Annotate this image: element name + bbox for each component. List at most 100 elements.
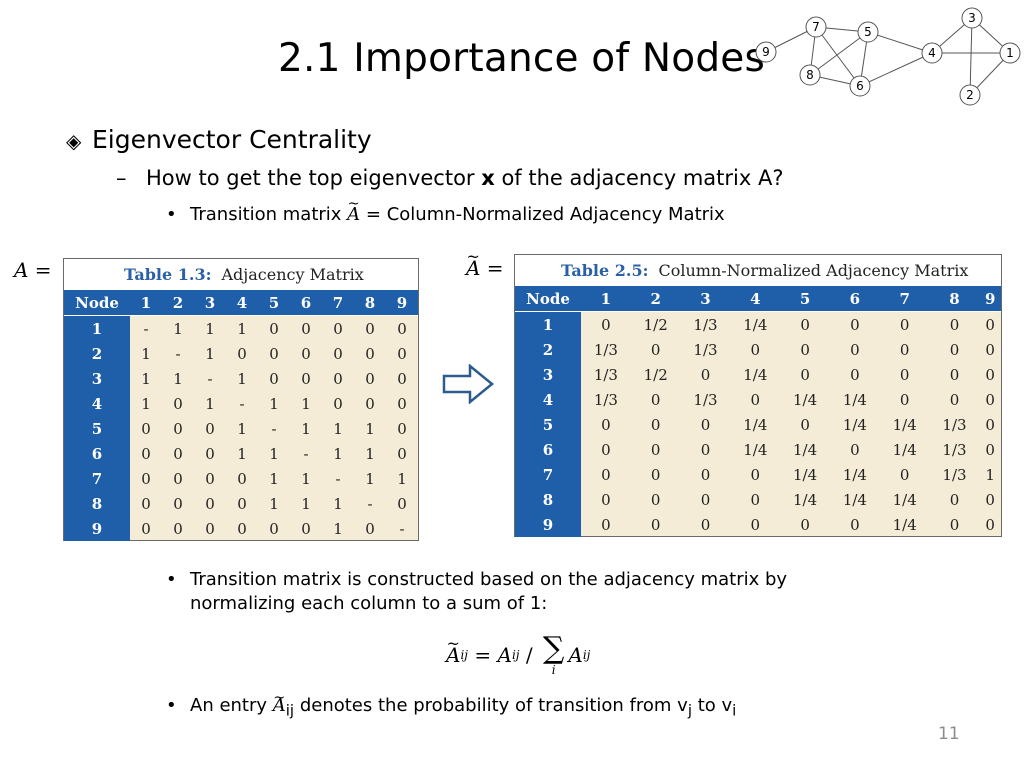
table-cell: 0 bbox=[173, 494, 183, 513]
table-cell: 0 bbox=[397, 319, 407, 338]
table-cell: 1/3 bbox=[693, 340, 718, 359]
table-cell: 0 bbox=[237, 519, 247, 538]
table-cell: 0 bbox=[800, 415, 810, 434]
table-cell: 0 bbox=[601, 415, 611, 434]
table-cell: 1 bbox=[333, 519, 343, 538]
table-header-col: 4 bbox=[730, 286, 781, 312]
graph-node-label-9: 9 bbox=[762, 45, 770, 59]
table-cell: 0 bbox=[365, 319, 375, 338]
table-cell: 1 bbox=[141, 394, 151, 413]
table-cell: 1 bbox=[141, 344, 151, 363]
table-cell: 0 bbox=[700, 415, 711, 434]
table-header-col: 9 bbox=[386, 290, 418, 316]
table-cell: 0 bbox=[601, 315, 611, 334]
row-header: 2 bbox=[515, 337, 581, 362]
table-cell: 0 bbox=[397, 494, 407, 513]
table-cell: 0 bbox=[333, 344, 343, 363]
graph-node-label-5: 5 bbox=[864, 25, 872, 39]
table-cell: 0 bbox=[601, 515, 611, 534]
table-cell: 1/4 bbox=[743, 415, 768, 434]
graph-node-label-8: 8 bbox=[806, 68, 814, 82]
table-cell: 0 bbox=[173, 519, 183, 538]
table-cell: 0 bbox=[985, 440, 995, 459]
table-cell: 1 bbox=[269, 494, 279, 513]
table-cell: 0 bbox=[949, 490, 960, 509]
table-cell: 1/4 bbox=[892, 515, 917, 534]
table-cell: 1/3 bbox=[693, 390, 718, 409]
table-cell: 1 bbox=[205, 319, 215, 338]
table-header-col: 8 bbox=[929, 286, 980, 312]
table-cell: 0 bbox=[173, 394, 183, 413]
table-cell: 0 bbox=[700, 515, 711, 534]
table-cell: 0 bbox=[850, 315, 860, 334]
table-cell: 0 bbox=[899, 315, 910, 334]
table-header-node: Node bbox=[64, 290, 130, 316]
table-cell: 0 bbox=[205, 419, 215, 438]
table-cell: 0 bbox=[949, 340, 960, 359]
table-cell: - bbox=[335, 469, 341, 488]
table-cell: 1/4 bbox=[892, 415, 917, 434]
graph-node-7 bbox=[805, 16, 827, 38]
table-cell: 0 bbox=[985, 490, 995, 509]
table-cell: 1 bbox=[237, 319, 247, 338]
table-cell: 0 bbox=[985, 415, 995, 434]
row-header: 6 bbox=[515, 437, 581, 462]
table-cell: 1 bbox=[365, 469, 375, 488]
table-cell: 0 bbox=[141, 519, 151, 538]
row-header: 4 bbox=[515, 387, 581, 412]
graph-node-label-6: 6 bbox=[856, 79, 864, 93]
table-cell: 0 bbox=[365, 519, 375, 538]
table-cell: 0 bbox=[365, 344, 375, 363]
row-header: 8 bbox=[515, 487, 581, 512]
table-cell: 1/3 bbox=[942, 440, 967, 459]
table-header-node: Node bbox=[515, 286, 581, 312]
bullet-top-eigenvector: –How to get the top eigenvector x of the… bbox=[116, 166, 784, 190]
table-header-col: 3 bbox=[680, 286, 731, 312]
table-cell: 1 bbox=[205, 344, 215, 363]
table-cell: 0 bbox=[949, 315, 960, 334]
table-cell: 1 bbox=[333, 444, 343, 463]
right-arrow-icon bbox=[442, 364, 494, 404]
table-cell: 0 bbox=[800, 340, 810, 359]
table-cell: - bbox=[271, 419, 277, 438]
table-header-col: 6 bbox=[290, 290, 322, 316]
table-cell: 0 bbox=[141, 494, 151, 513]
graph-node-label-7: 7 bbox=[812, 20, 820, 34]
table-cell: 0 bbox=[985, 365, 995, 384]
table-cell: 1 bbox=[301, 419, 311, 438]
table-cell: 0 bbox=[173, 444, 183, 463]
graph-node-9 bbox=[755, 41, 777, 63]
table-cell: 1 bbox=[237, 369, 247, 388]
table-cell: 0 bbox=[750, 390, 761, 409]
table-cell: 0 bbox=[985, 515, 995, 534]
table-cell: - bbox=[303, 444, 309, 463]
table-cell: 1 bbox=[237, 419, 247, 438]
table-cell: 0 bbox=[205, 519, 215, 538]
table-cell: 0 bbox=[269, 344, 279, 363]
table-cell: 0 bbox=[750, 515, 761, 534]
normalization-formula: Aij = Aij / ∑ i Aij bbox=[446, 634, 590, 677]
table-header-col: 7 bbox=[322, 290, 354, 316]
dot-bullet-icon: • bbox=[166, 695, 177, 716]
table-cell: 0 bbox=[750, 465, 761, 484]
table-cell: 1/4 bbox=[793, 440, 818, 459]
table-cell: 1/4 bbox=[892, 440, 917, 459]
table-cell: 1 bbox=[301, 469, 311, 488]
table-cell: 1/4 bbox=[793, 390, 818, 409]
dash-bullet-icon: – bbox=[116, 166, 127, 190]
table-cell: 1/4 bbox=[842, 465, 867, 484]
graph-node-1 bbox=[999, 42, 1021, 64]
table-cell: 0 bbox=[650, 465, 661, 484]
table-cell: 0 bbox=[141, 469, 151, 488]
table-cell: 0 bbox=[601, 465, 611, 484]
table-header-col: 9 bbox=[979, 286, 1001, 312]
row-header: 1 bbox=[64, 315, 130, 341]
table-cell: 0 bbox=[850, 515, 860, 534]
table-cell: 0 bbox=[800, 515, 810, 534]
